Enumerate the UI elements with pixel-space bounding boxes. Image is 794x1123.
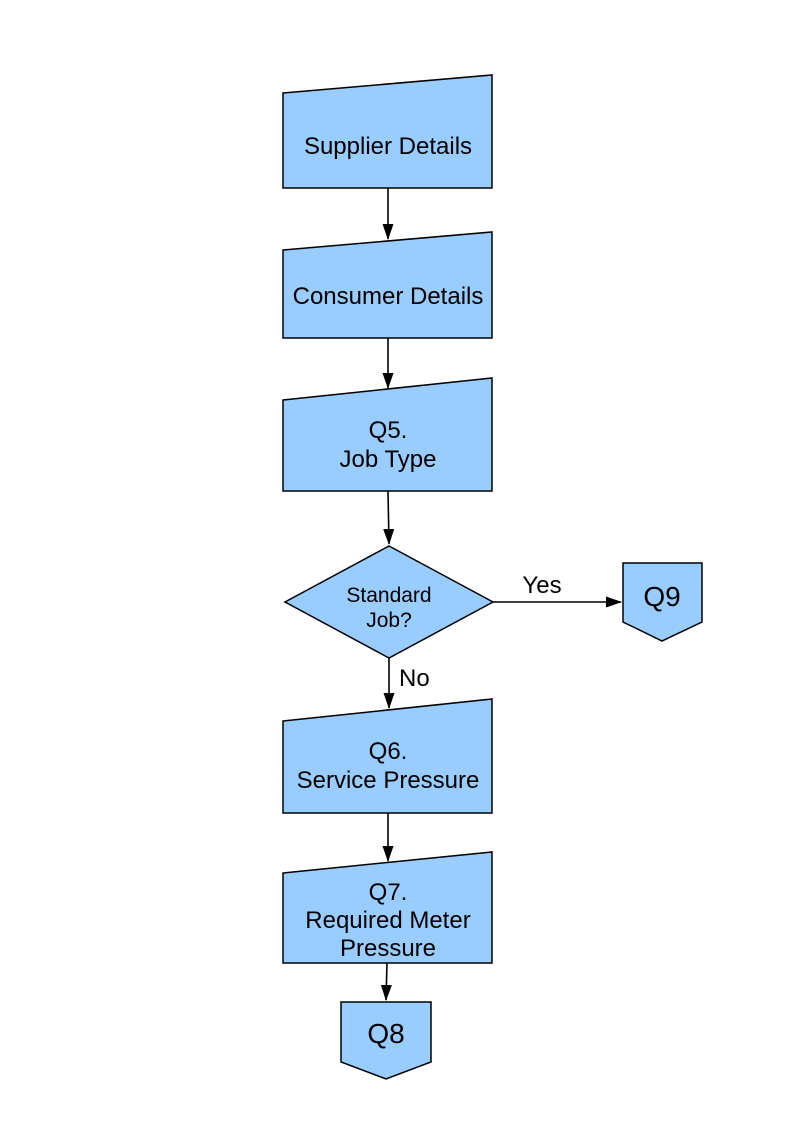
node-label-q6-line1: Q6. [369,738,408,765]
off-page-connector-shape-q9 [622,562,703,642]
node-label-q9: Q9 [643,581,680,612]
node-label-supplier-details: Supplier Details [304,133,472,160]
node-q5-job-type: Q5. Job Type [282,377,493,492]
manual-input-shape-q7 [282,851,493,964]
node-label-q5-line1: Q5. [369,417,408,444]
decision-diamond-shape [283,545,495,659]
edge-label-yes: Yes [522,572,561,599]
node-label-q7-line3: Pressure [340,935,436,962]
manual-input-shape-q6 [282,698,493,814]
node-label-decision-line1: Standard [346,584,431,607]
node-standard-job-decision: Standard Job? [283,545,495,659]
off-page-connector-shape-q8 [340,1001,432,1080]
node-label-decision-line2: Job? [366,609,412,632]
node-q6-service-pressure: Q6. Service Pressure [282,698,493,814]
manual-input-shape-supplier [282,74,493,189]
node-label-q7-line1: Q7. [369,879,408,906]
node-label-q5-line2: Job Type [340,446,437,473]
connector-q8: Q8 [340,1001,432,1080]
node-label-q6-line2: Service Pressure [297,767,480,794]
node-supplier-details: Supplier Details [282,74,493,189]
node-consumer-details: Consumer Details [282,231,493,339]
node-q7-required-meter-pressure: Q7. Required Meter Pressure [282,851,493,964]
node-label-consumer-details: Consumer Details [293,283,484,310]
connector-q9: Q9 [622,562,703,642]
arrow-q5-to-decision [383,490,395,545]
manual-input-shape-q5 [282,377,493,492]
node-label-q8: Q8 [367,1018,404,1049]
edge-label-no: No [399,665,430,692]
node-label-q7-line2: Required Meter [305,907,470,934]
arrow-q7-to-q8 [380,962,392,1001]
manual-input-shape-consumer [282,231,493,339]
